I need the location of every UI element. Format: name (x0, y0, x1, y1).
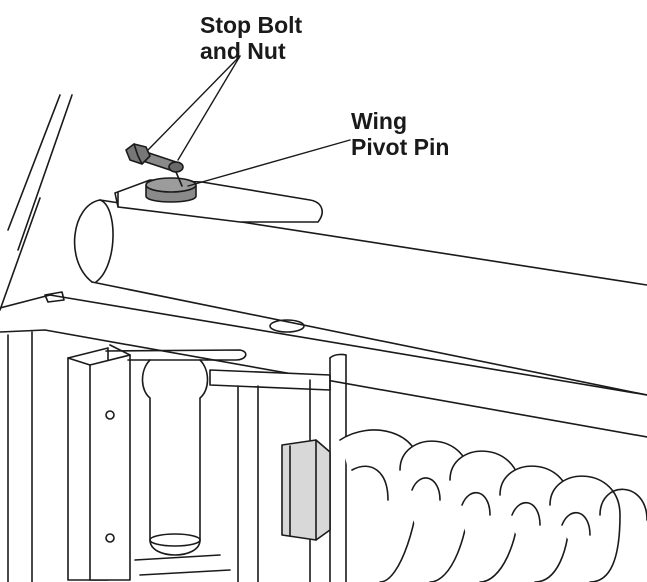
wing-pivot-label-line1: Wing (351, 108, 407, 134)
wing-pivot-pin-label: Wing Pivot Pin (351, 108, 449, 160)
coil-spring (339, 429, 647, 582)
stop-bolt-label-line2: and Nut (200, 38, 286, 64)
hinge-bracket (67, 344, 247, 581)
leader-lines (147, 55, 351, 187)
stop-bolt-and-nut-label: Stop Bolt and Nut (200, 12, 302, 64)
wing-pivot-pin (145, 177, 197, 203)
spring-hex-nut (281, 439, 331, 541)
stop-bolt-and-nut (125, 143, 184, 187)
deck-plate (0, 291, 647, 438)
background-frame-lines (0, 94, 73, 311)
side-frame (7, 331, 33, 582)
center-cylinder (134, 359, 231, 576)
wing-pivot-label-line2: Pivot Pin (351, 134, 450, 160)
main-tube (73, 199, 647, 396)
stop-bolt-label-line1: Stop Bolt (200, 12, 303, 38)
